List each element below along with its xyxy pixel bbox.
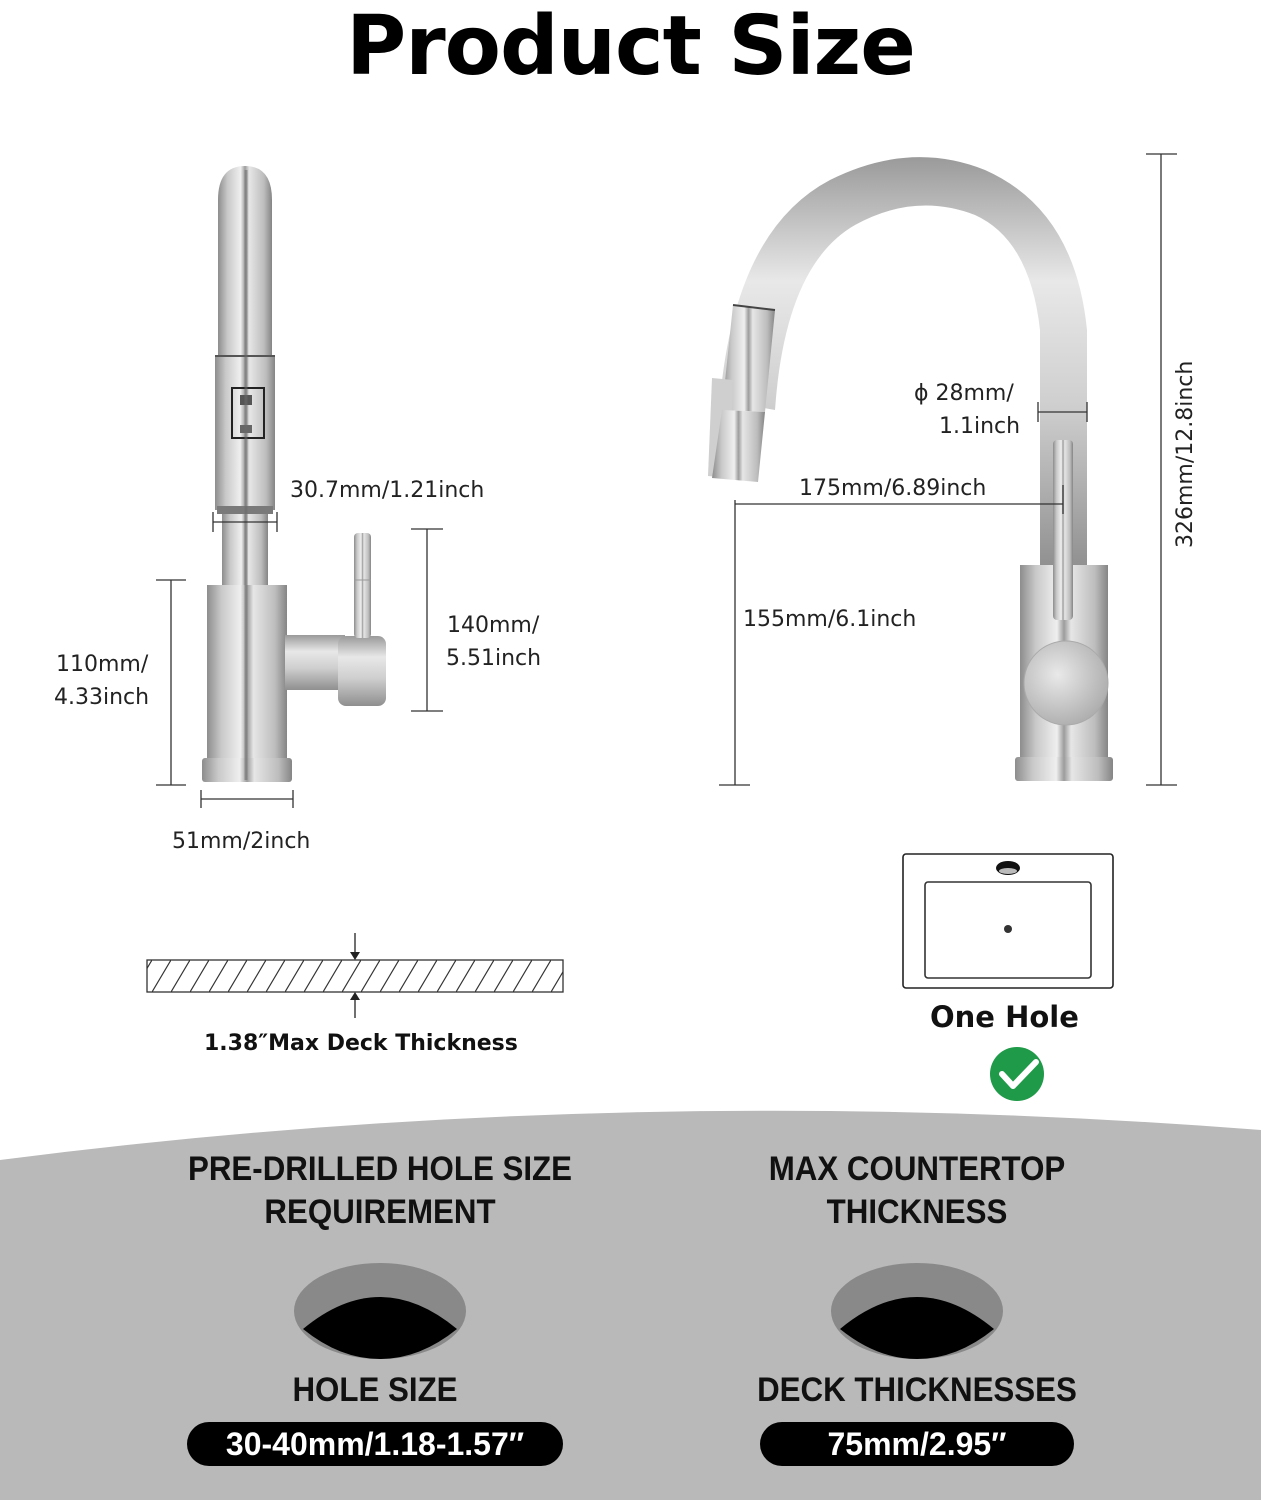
sink-icon bbox=[902, 853, 1114, 989]
one-hole-label: One Hole bbox=[930, 1000, 1079, 1034]
deck-thickness-sublabel: DECK THICKNESSES bbox=[757, 1371, 1077, 1409]
hole-size-value-badge: 30-40mm/1.18-1.57″ bbox=[187, 1422, 563, 1466]
spray-head-diameter-label: 30.7mm/1.21inch bbox=[290, 478, 485, 503]
pipe-diameter-label-line1: ϕ 28mm/ bbox=[914, 381, 1014, 406]
hole-size-sublabel: HOLE SIZE bbox=[292, 1371, 458, 1409]
handle-height-label-line1: 140mm/ bbox=[447, 613, 540, 638]
base-width-label: 51mm/2inch bbox=[172, 829, 311, 854]
hole-size-heading: PRE-DRILLED HOLE SIZE REQUIREMENT bbox=[150, 1148, 610, 1234]
side-view-faucet bbox=[708, 157, 1113, 781]
deck-thickness-caption: 1.38″Max Deck Thickness bbox=[204, 1031, 518, 1056]
check-icon bbox=[990, 1047, 1044, 1101]
spout-reach-label: 175mm/6.89inch bbox=[799, 476, 987, 501]
arrow-up-icon bbox=[350, 992, 360, 1000]
body-height-label-line2: 4.33inch bbox=[54, 685, 150, 710]
side-dimension-lines bbox=[719, 153, 1177, 786]
front-dimension-lines bbox=[156, 512, 443, 808]
arrow-down-icon bbox=[350, 952, 360, 960]
front-view-faucet bbox=[202, 166, 386, 782]
countertop-thickness-heading: MAX COUNTERTOP THICKNESS bbox=[687, 1148, 1147, 1234]
countertop-thickness-heading-line1: MAX COUNTERTOP bbox=[768, 1150, 1066, 1188]
handle-height-label-line2: 5.51inch bbox=[446, 646, 542, 671]
deck-thickness-diagram bbox=[146, 933, 564, 1018]
page-title: Product Size bbox=[346, 0, 916, 94]
hole-size-icon bbox=[294, 1263, 466, 1359]
hole-size-heading-line2: REQUIREMENT bbox=[264, 1193, 496, 1231]
deck-thickness-icon bbox=[831, 1263, 1003, 1359]
countertop-thickness-heading-line2: THICKNESS bbox=[826, 1193, 1008, 1231]
body-height-label-line1: 110mm/ bbox=[56, 652, 149, 677]
requirements-panel bbox=[0, 1110, 1261, 1500]
total-height-label: 326mm/12.8inch bbox=[1173, 360, 1198, 548]
pipe-diameter-label-line2: 1.1inch bbox=[939, 414, 1021, 439]
hole-size-heading-line1: PRE-DRILLED HOLE SIZE bbox=[187, 1150, 573, 1188]
spout-height-label: 155mm/6.1inch bbox=[743, 607, 917, 632]
deck-thickness-value-badge: 75mm/2.95″ bbox=[760, 1422, 1074, 1466]
